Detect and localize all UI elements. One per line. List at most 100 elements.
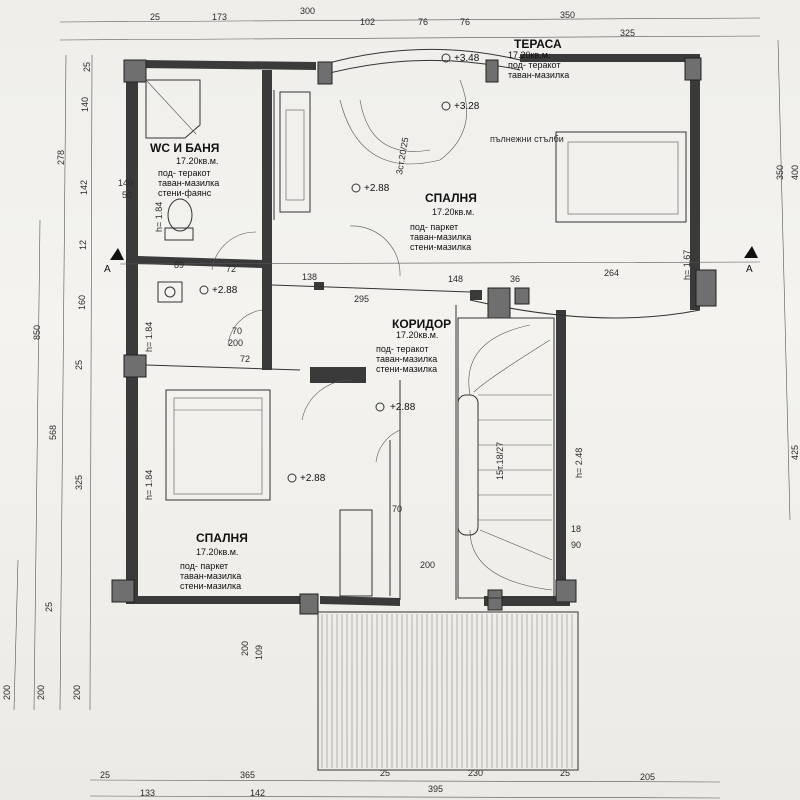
bedroom-top-walls: стени-мазилка [410, 242, 471, 252]
h-184a: h= 1.84 [154, 202, 164, 232]
terrace-bottom [317, 611, 579, 771]
bed-bottom [165, 389, 373, 597]
dim-bottom-8: 142 [250, 788, 265, 798]
dim-inner-12: 70 [392, 504, 402, 514]
bedroom-bottom-area: 17.20кв.м. [196, 547, 238, 557]
dim-inner-9: 36 [510, 274, 520, 284]
dim-top-6: 350 [560, 10, 575, 20]
terrace-spiral-stairs: 3ст.20/25 пълнежни стълби [339, 79, 564, 176]
stairs-note: пълнежни стълби [490, 134, 564, 144]
dim-bottom-0: 25 [100, 770, 110, 780]
h-167: h= 1.67 [682, 250, 692, 280]
top-dimensions: 25 173 300 102 76 76 350 325 [59, 6, 761, 41]
dim-left-6: 850 [32, 325, 42, 340]
dim-top-4: 76 [418, 17, 428, 27]
wardrobe-top [279, 91, 311, 213]
dim-left-1: 140 [80, 97, 90, 112]
corridor-ceiling: таван-мазилка [376, 354, 437, 364]
bedroom-bottom-ceiling: таван-мазилка [180, 571, 241, 581]
bathroom-fixtures [145, 79, 201, 303]
dim-left-9: 325 [74, 475, 84, 490]
dim-left-7: 25 [74, 360, 84, 370]
dim-top-5: 76 [460, 17, 470, 27]
dim-left-3: 142 [79, 180, 89, 195]
dim-left-4: 12 [78, 240, 88, 250]
dim-bottom-2: 25 [380, 768, 390, 778]
bedroom-bottom-walls: стени-мазилка [180, 581, 241, 591]
wc-name: WC И БАНЯ [150, 141, 219, 155]
dim-left-13: 200 [2, 685, 12, 700]
height-labels: h= 1.84 h= 1.84 h= 1.84 h= 1.67 h= 2.48 [144, 202, 692, 500]
section-a-right: А [746, 264, 753, 275]
doors [211, 225, 401, 463]
room-terrace: ТЕРАСА 17.20кв.м. под- теракот таван-маз… [508, 37, 569, 80]
level-3: +2.88 [390, 402, 416, 413]
dim-top-1: 173 [212, 12, 227, 22]
dim-bottom-1: 365 [240, 770, 255, 780]
bedroom-top-floor: под- паркет [410, 222, 458, 232]
dim-inner-6: 72 [240, 354, 250, 364]
dim-inner-5: 200 [228, 338, 243, 348]
left-dimensions: 25 140 278 142 12 160 850 25 568 325 25 … [2, 54, 93, 711]
dim-inner-1: 50 [122, 190, 132, 200]
dim-left-2: 278 [56, 150, 66, 165]
dim-left-5: 160 [77, 295, 87, 310]
wc-walls: стени-фаянс [158, 188, 212, 198]
bedroom-top-area: 17.20кв.м. [432, 207, 474, 217]
dim-inner-10: 264 [604, 268, 619, 278]
section-a-left: А [104, 264, 111, 275]
dim-left-8: 568 [48, 425, 58, 440]
dim-inner-7: 138 [302, 272, 317, 282]
level-5: +3.48 [454, 53, 480, 64]
bedroom-bottom-floor: под- паркет [180, 561, 228, 571]
terrace-ceiling: таван-мазилка [508, 70, 569, 80]
dim-left-12: 200 [36, 685, 46, 700]
room-corridor: КОРИДОР 17.20кв.м. под- теракот таван-ма… [376, 317, 451, 374]
corridor-floor: под- теракот [376, 344, 428, 354]
dim-inner-2: 89 [174, 260, 184, 270]
dim-inner-4: 70 [232, 326, 242, 336]
dim-top-3: 102 [360, 17, 375, 27]
terrace-name: ТЕРАСА [514, 37, 562, 51]
dim-inner-0: 140 [118, 178, 133, 188]
bedroom-top-ceiling: таван-мазилка [410, 232, 471, 242]
wc-area: 17.20кв.м. [176, 156, 218, 166]
inner-dimensions: 140 50 89 72 70 200 72 138 148 36 264 29… [118, 178, 619, 660]
bedroom-bottom-name: СПАЛНЯ [196, 531, 248, 545]
h-248: h= 2.48 [574, 448, 584, 478]
columns [111, 57, 717, 615]
room-bedroom-top: СПАЛНЯ 17.20кв.м. под- паркет таван-мази… [410, 191, 477, 252]
dim-inner-14: 18 [571, 524, 581, 534]
bed-top [555, 131, 687, 223]
interior-walls [138, 70, 471, 600]
dim-inner-13: 200 [420, 560, 435, 570]
level-2: +2.88 [212, 285, 238, 296]
stairs-top-label: 3ст.20/25 [394, 137, 410, 176]
dim-top-2: 300 [300, 6, 315, 16]
staircase: 15т.18/27 [457, 317, 555, 599]
dim-inner-8: 148 [448, 274, 463, 284]
dim-bottom-6: 205 [640, 772, 655, 782]
dim-left-11: 200 [72, 685, 82, 700]
stairs-main-label: 15т.18/27 [495, 442, 505, 480]
terrace-floor: под- теракот [508, 60, 560, 70]
bottom-dimensions: 25 365 25 395 230 25 205 133 142 [89, 768, 721, 799]
corridor-name: КОРИДОР [392, 317, 451, 331]
wc-ceiling: таван-мазилка [158, 178, 219, 188]
dim-inner-3: 72 [226, 264, 236, 274]
dim-inner-16: 200 [240, 641, 250, 656]
level-markers: +2.88 +2.88 +2.88 +2.88 +3.48 +3.28 [199, 53, 480, 484]
h-184b: h= 1.84 [144, 322, 154, 352]
right-dimensions: 350 400 425 [775, 39, 800, 521]
dim-left-10: 25 [44, 602, 54, 612]
h-184c: h= 1.84 [144, 470, 154, 500]
section-markers: А А [104, 246, 761, 275]
dim-right-2: 425 [790, 445, 800, 460]
dim-right-0: 350 [775, 165, 785, 180]
dim-inner-15: 90 [571, 540, 581, 550]
dim-right-1: 400 [790, 165, 800, 180]
dim-bottom-3: 395 [428, 784, 443, 794]
dim-inner-17: 109 [254, 645, 264, 660]
